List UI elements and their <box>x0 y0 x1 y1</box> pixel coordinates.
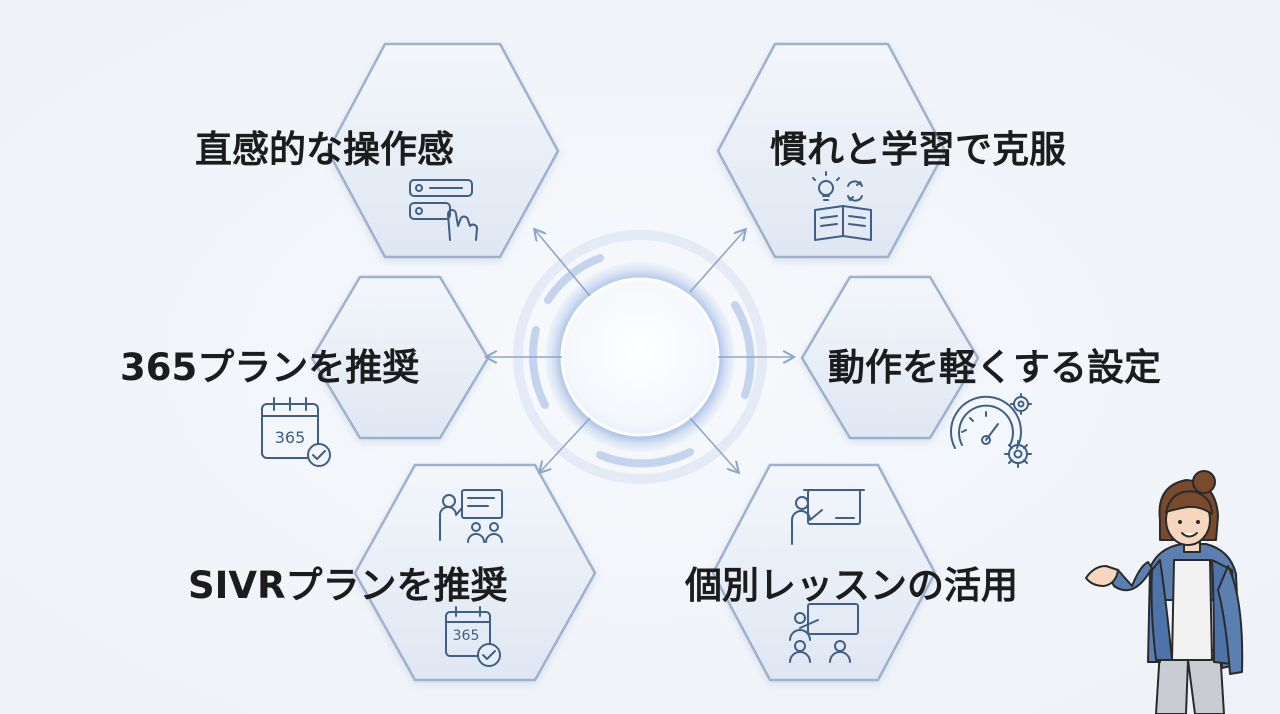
book-lightbulb-icon <box>812 171 872 241</box>
woman-illustration <box>1085 470 1244 714</box>
hexagon-middle-left <box>310 275 490 440</box>
calendar-365-icon <box>261 397 331 467</box>
hexagon-bottom-right <box>711 463 937 682</box>
label-overcome-by-learning: 慣れと学習で克服 <box>770 128 1066 171</box>
presentation-calendar-icon <box>439 489 503 667</box>
label-private-lessons: 個別レッスンの活用 <box>685 564 1018 607</box>
speedometer-gear-icon <box>950 393 1032 468</box>
lesson-board-icon <box>789 489 865 663</box>
label-lightweight-settings: 動作を軽くする設定 <box>828 346 1161 389</box>
arrow-top-right <box>689 230 745 293</box>
hexagon-bottom-left <box>353 463 597 682</box>
arrows <box>487 230 793 472</box>
arrow-bottom-right <box>689 417 738 472</box>
hexagon-top-right <box>716 42 947 259</box>
hexagon-middle-right <box>800 275 980 440</box>
label-recommend-sivr-plan: SIVRプランを推奨 <box>188 564 508 607</box>
hexagon-top-left <box>326 42 560 259</box>
presentation-calendar-icon-text: 365 <box>453 628 480 644</box>
label-intuitive-operation: 直感的な操作感 <box>195 128 454 171</box>
touch-panel-icon <box>409 179 478 241</box>
arrow-top-left <box>535 230 591 297</box>
calendar-365-icon-text: 365 <box>275 428 306 447</box>
label-recommend-365-plan: 365プランを推奨 <box>120 346 420 389</box>
arrow-bottom-left <box>540 417 591 472</box>
